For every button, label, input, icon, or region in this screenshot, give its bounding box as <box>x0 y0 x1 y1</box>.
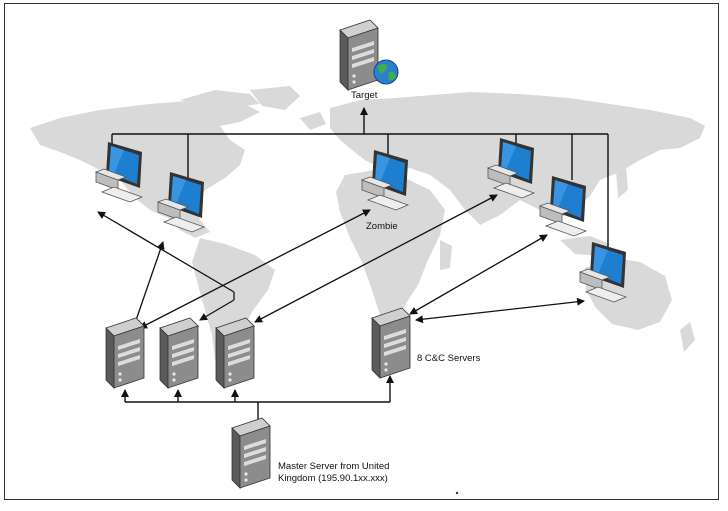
cc-zombie-links <box>97 194 585 329</box>
globe-icon <box>373 59 399 85</box>
cc-server-icon <box>105 317 145 389</box>
master-server-icon <box>231 417 271 489</box>
target-bus <box>111 107 609 248</box>
cc-server-icon <box>215 317 255 389</box>
target-server-icon <box>339 19 379 91</box>
master-label-line1: Master Server from United <box>278 461 390 472</box>
cc-servers-label: 8 C&C Servers <box>417 353 481 364</box>
master-bus <box>121 375 394 420</box>
cc-server-icon <box>371 307 411 379</box>
master-server-label: Master Server from United Kingdom (195.9… <box>278 461 389 485</box>
zombie-label: Zombie <box>366 221 398 232</box>
stray-dot <box>455 491 459 495</box>
target-label: Target <box>351 90 378 101</box>
cc-server-icon <box>159 317 199 389</box>
master-label-line2: Kingdom (195.90.1xx.xxx) <box>278 473 388 484</box>
